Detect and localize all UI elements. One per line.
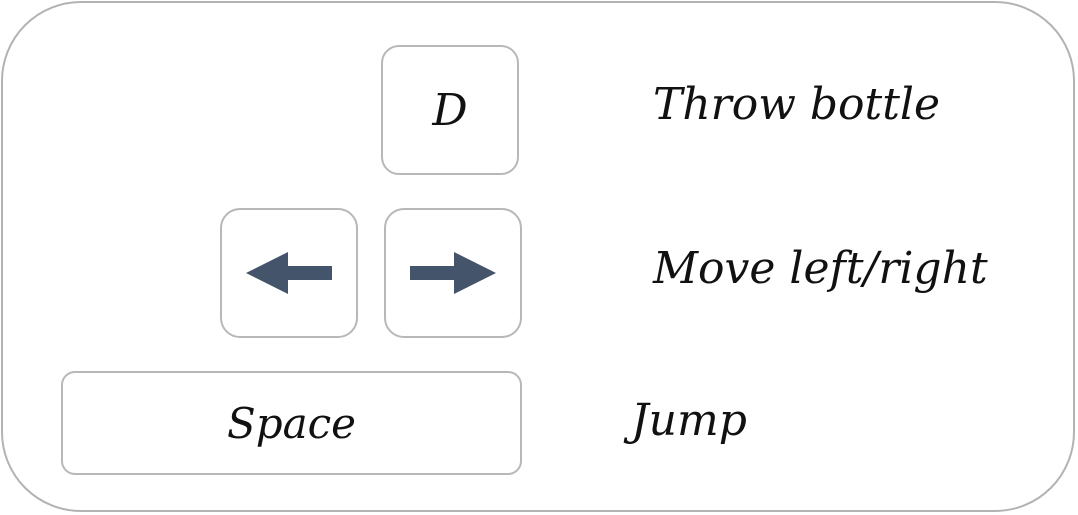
arrow-right-icon <box>410 252 496 294</box>
key-d-label: D <box>432 84 468 136</box>
key-space-label: Space <box>226 398 357 448</box>
key-space[interactable]: Space <box>61 371 522 475</box>
key-arrow-right[interactable] <box>384 208 522 338</box>
key-arrow-left[interactable] <box>220 208 358 338</box>
action-move-left-right: Move left/right <box>653 243 988 294</box>
action-jump: Jump <box>631 395 747 446</box>
key-d[interactable]: D <box>381 45 519 175</box>
arrow-left-icon <box>246 252 332 294</box>
action-throw-bottle: Throw bottle <box>653 79 940 130</box>
